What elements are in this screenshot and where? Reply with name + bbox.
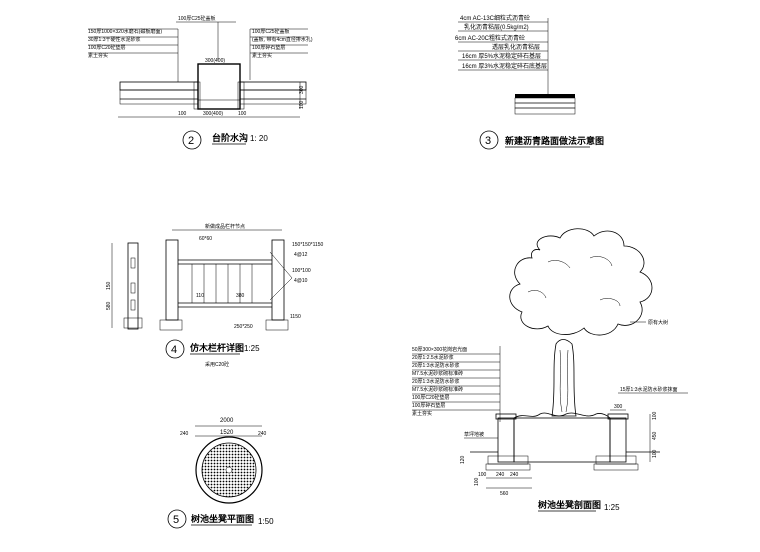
d2-dim-4: 300 xyxy=(299,85,305,94)
d2-dim-1: 100 xyxy=(178,111,187,117)
d4-balusters xyxy=(191,264,253,303)
d5-number: 5 xyxy=(173,514,179,526)
d2-right-label-4: 素土夯实 xyxy=(252,52,272,59)
d6-ground-label: 草坪地被 xyxy=(464,431,484,438)
d2-left-label-2: 30厚1:3干硬性水泥砂浆 xyxy=(88,36,141,43)
d6-dim-120: 120 xyxy=(460,455,466,464)
tree-canopy xyxy=(509,228,653,336)
d6-left-label-4: M7.5水泥砂浆砌标准砖 xyxy=(412,370,463,377)
d5-dim-total: 2000 xyxy=(220,418,234,424)
d6-dim-100a: 100 xyxy=(652,411,658,420)
tree-trunk xyxy=(551,339,577,417)
d5-dim-inner: 1520 xyxy=(220,430,234,436)
d6-left-label-8: 100厚碎石垫层 xyxy=(412,402,445,409)
d4-dim-post: 150*150*1150 xyxy=(292,242,324,248)
d4-dim-150: 1150 xyxy=(290,314,301,320)
d2-left-label-4: 素土夯实 xyxy=(88,52,108,59)
d2-number: 2 xyxy=(188,135,194,147)
d6-right-label: 15厚1:3水泥防水砂浆抹面 xyxy=(620,386,678,393)
d2-left-label-3: 100厚C20砼垫层 xyxy=(88,44,126,51)
d6-planter-soil xyxy=(513,417,611,463)
d3-layer-5: 16cm 厚5%水泥稳定碎石基层 xyxy=(462,52,541,60)
d4-dim-6060: 60*60 xyxy=(199,236,212,242)
d2-dim-inner: 300(400) xyxy=(205,58,225,64)
d2-right-label-2: (盖板, 带有4cm直径排水孔) xyxy=(252,36,313,43)
d3-layer-6: 16cm 厚3%水泥稳定碎石底基层 xyxy=(462,62,547,70)
d6-left-leaders xyxy=(412,346,501,422)
d3-layer-3: 6cm AC-20C粗粒式沥青砼 xyxy=(455,34,525,42)
d2-scale: 1: 20 xyxy=(250,134,268,143)
d5-dim-right: 240 xyxy=(258,431,267,437)
d3-number: 3 xyxy=(485,135,491,147)
d6-dim-240b: 240 xyxy=(510,472,519,478)
d6-left-label-7: 100厚C20砼垫层 xyxy=(412,394,450,401)
d4-dim-110: 110 xyxy=(196,293,204,299)
d6-left-label-9: 素土夯实 xyxy=(412,410,432,417)
d2-dim-2: 300(400) xyxy=(203,111,223,117)
d3-title: 新建沥青路面做法示意图 xyxy=(505,135,604,146)
d6-dim-100b: 100 xyxy=(652,449,658,458)
d6-dim-100d: 100 xyxy=(474,477,480,486)
d6-scale: 1:25 xyxy=(604,503,620,512)
d4-note: 采用C20砼 xyxy=(205,361,229,368)
d4-dim-height: 150 xyxy=(106,281,112,290)
detail-6-tree-pool-section: 原有大树 50厚300×300花岗岩光面 20厚1:2.5水泥砂浆 20厚1:3… xyxy=(412,228,688,512)
d6-dim-100c: 100 xyxy=(478,472,487,478)
d3-layer-1: 4cm AC-13C细粒式沥青砼 xyxy=(460,14,530,22)
d2-right-label-1: 100厚C25砼盖板 xyxy=(252,28,290,35)
d4-scale: 1:25 xyxy=(244,344,260,353)
d4-dim-base: 250*250 xyxy=(234,324,253,330)
d5-dim-left: 240 xyxy=(180,431,189,437)
d3-layer-2: 乳化沥青粘层(0.5kg/m2) xyxy=(464,23,529,31)
d2-dim-5: 100 xyxy=(299,100,305,109)
d4-number: 4 xyxy=(171,344,177,356)
d6-left-label-5: 20厚1:3水泥防水砂浆 xyxy=(412,378,460,385)
d5-scale: 1:50 xyxy=(258,517,274,526)
d6-dim-300: 300 xyxy=(614,404,623,410)
detail-3-asphalt-road: 4cm AC-13C细粒式沥青砼 乳化沥青粘层(0.5kg/m2) 6cm AC… xyxy=(455,14,604,150)
d6-tree-label: 原有大树 xyxy=(648,319,668,326)
d4-dim-1150: 580 xyxy=(106,301,112,310)
d2-dim-3: 100 xyxy=(238,111,247,117)
d4-dim-412: 4@12 xyxy=(294,252,308,258)
d5-title: 树池坐凳平面图 xyxy=(191,513,254,524)
d4-title: 仿木栏杆详图 xyxy=(190,342,244,353)
d3-layer-4: 透层乳化沥青粘层 xyxy=(492,43,540,51)
d4-dim-410: 4@10 xyxy=(294,278,308,284)
d6-left-label-1: 50厚300×300花岗岩光面 xyxy=(412,346,467,353)
d6-dim-450: 450 xyxy=(652,431,658,440)
d2-title: 台阶水沟 xyxy=(212,132,248,143)
detail-5-tree-pool-plan: 2000 240 1520 240 5 树池坐凳平面图 1:50 xyxy=(167,418,274,529)
d6-dim-240a: 240 xyxy=(496,472,505,478)
d6-left-label-3: 20厚1:3水泥防水砂浆 xyxy=(412,362,460,369)
d6-left-label-2: 20厚1:2.5水泥砂浆 xyxy=(412,354,454,361)
d4-dim-100: 100*100 xyxy=(292,268,311,274)
d6-dim-560: 560 xyxy=(500,491,509,497)
d2-left-label-1: 150厚1000×320水磨石(磁板磨面) xyxy=(88,28,162,35)
detail-4-railing: 150 580 新做成品栏杆节点 60*60 150*150*1150 4@12… xyxy=(106,223,324,368)
d6-title: 树池坐凳剖面图 xyxy=(538,499,601,510)
d6-left-label-6: M7.5水泥砂浆砌标准砖 xyxy=(412,386,463,393)
d2-right-label-3: 100厚碎石垫层 xyxy=(252,44,285,51)
detail-2-step-drain: 150厚1000×320水磨石(磁板磨面) 30厚1:3干硬性水泥砂浆 100厚… xyxy=(88,15,313,150)
d4-dim-380: 380 xyxy=(236,293,245,299)
d4-top-label: 新做成品栏杆节点 xyxy=(205,223,245,230)
d2-top-label: 100厚C25砼盖板 xyxy=(178,15,216,22)
